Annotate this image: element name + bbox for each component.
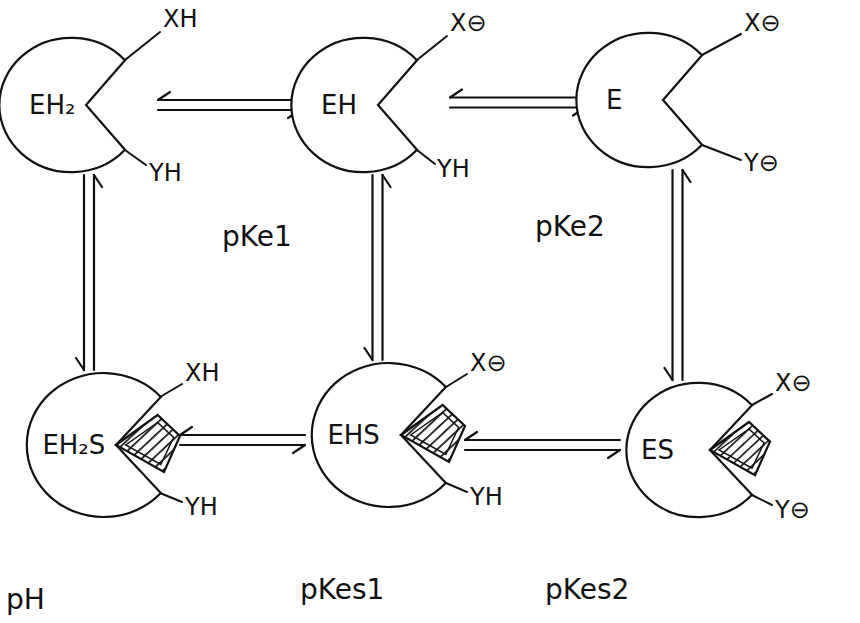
substrate: [710, 422, 770, 475]
group-stick: [160, 493, 182, 502]
state-name: EH₂S: [42, 430, 105, 460]
group-stick: [446, 483, 467, 492]
constant-label: pKes2: [545, 575, 629, 606]
group-stick: [446, 374, 467, 387]
substrate: [116, 415, 180, 472]
group-stick: [752, 394, 772, 405]
enzyme-state: ES: [620, 380, 770, 520]
group-label: XH: [163, 6, 198, 32]
group-label: X⊖: [775, 370, 812, 396]
group-stick: [702, 145, 741, 160]
enzyme-state: EH₂: [8, 35, 158, 175]
group-label: YH: [437, 156, 470, 182]
enzyme-body: [0, 38, 125, 172]
enzyme-state: E: [585, 30, 735, 170]
substrate-inner: [126, 423, 174, 465]
group-label: XH: [185, 360, 220, 386]
constant-label: pKe2: [535, 212, 605, 243]
group-label: X⊖: [470, 350, 507, 376]
enzyme-body: [291, 38, 417, 172]
equilibrium-arrow: [180, 427, 305, 453]
group-label: YH: [185, 494, 218, 520]
group-label: X⊖: [450, 10, 487, 36]
group-stick: [125, 150, 146, 165]
group-stick: [702, 34, 741, 55]
enzyme-state: EH: [300, 35, 450, 175]
equilibrium-arrow: [450, 90, 585, 116]
equilibrium-arrow: [665, 170, 691, 380]
group-label: Y⊖: [775, 497, 810, 523]
equilibrium-arrow: [465, 432, 620, 458]
state-name: EH: [321, 90, 357, 120]
substrate-inner: [411, 413, 459, 455]
constant-label: pH: [6, 585, 45, 616]
state-name: EHS: [327, 420, 379, 450]
substrate: [401, 405, 465, 462]
constant-label: pKes1: [300, 575, 384, 606]
enzyme-state: EHS: [305, 360, 465, 510]
group-stick: [417, 150, 435, 164]
group-stick: [160, 384, 182, 397]
equilibrium-arrow: [76, 175, 102, 370]
constant-label: pKe1: [222, 222, 292, 253]
equilibrium-arrow: [158, 92, 300, 118]
state-name: EH₂: [29, 90, 75, 120]
group-label: Y⊖: [744, 150, 779, 176]
group-stick: [752, 495, 772, 505]
state-name: E: [606, 85, 622, 115]
group-stick: [125, 32, 160, 60]
group-label: YH: [470, 484, 503, 510]
state-name: ES: [641, 435, 674, 465]
enzyme-body: [576, 33, 702, 167]
enzyme-state: EH₂S: [20, 370, 180, 520]
equilibrium-arrow: [365, 175, 391, 360]
group-stick: [417, 36, 447, 60]
group-label: X⊖: [744, 10, 781, 36]
substrate-inner: [719, 429, 764, 468]
group-label: YH: [149, 160, 182, 186]
